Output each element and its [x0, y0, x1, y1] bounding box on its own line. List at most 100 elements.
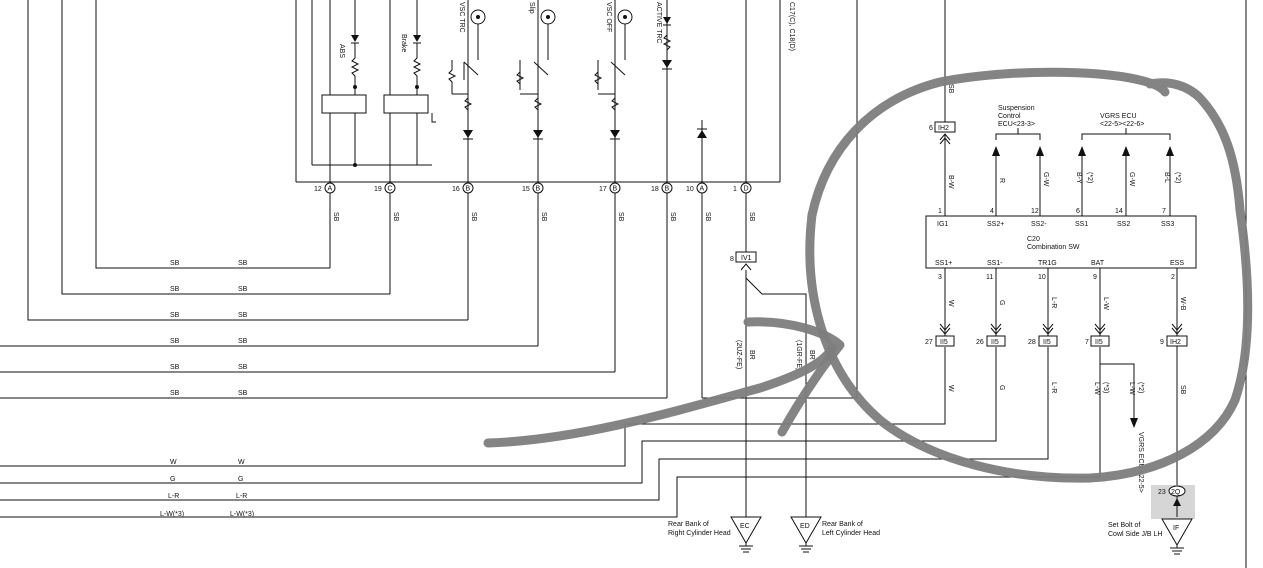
svg-text:SS2-: SS2-	[1031, 221, 1047, 228]
pin-16B: 16 B	[452, 182, 474, 194]
svg-text:SB: SB	[540, 212, 547, 222]
ground-if: IF Set Bolt of Cowl Side J/B LH	[1108, 518, 1193, 555]
svg-text:L-W: L-W	[1102, 297, 1109, 310]
svg-text:G-W: G-W	[1042, 172, 1049, 187]
svg-text:1: 1	[733, 186, 737, 193]
svg-text:(*2): (*2)	[1174, 172, 1181, 183]
svg-text:7: 7	[1162, 208, 1166, 215]
svg-text:SS1-: SS1-	[987, 260, 1003, 267]
ground-ed: ED Rear Bank of Left Cylinder Head	[790, 516, 880, 553]
svg-text:16: 16	[452, 186, 460, 193]
svg-text:Rear Bank of: Rear Bank of	[822, 521, 863, 528]
svg-text:B: B	[613, 186, 618, 193]
svg-text:SS2: SS2	[1117, 221, 1130, 228]
combination-switch-area: SB 6 IH2 B-W Suspension Control ECU<23-3…	[925, 0, 1197, 336]
svg-text:EC: EC	[740, 523, 750, 530]
svg-text:SS3: SS3	[1161, 221, 1174, 228]
vsc-off-driver: VSC OFF	[594, 0, 633, 182]
svg-text:G: G	[238, 476, 243, 483]
svg-text:SB: SB	[170, 260, 180, 267]
slip-driver: Slip	[516, 0, 556, 182]
switch-id: C20	[1027, 236, 1040, 243]
svg-text:17: 17	[599, 186, 607, 193]
abs-label: ABS	[338, 44, 345, 58]
svg-text:W: W	[947, 385, 954, 392]
svg-text:L-R: L-R	[1050, 382, 1057, 393]
ecu-wires: SB SB SB SB SB SB SB SB	[329, 193, 755, 398]
pin-17B: 17 B	[599, 182, 621, 194]
svg-text:B: B	[466, 186, 471, 193]
svg-text:II5: II5	[1043, 339, 1051, 346]
pin-12A: 12 A	[314, 182, 336, 194]
brake-led-icon	[413, 35, 421, 42]
slip-label: Slip	[528, 2, 535, 14]
svg-text:(*3): (*3)	[1102, 382, 1109, 393]
svg-text:L-W: L-W	[1128, 382, 1135, 395]
vsc-off-label: VSC OFF	[605, 2, 612, 32]
svg-text:A: A	[700, 186, 705, 193]
svg-text:SB: SB	[947, 84, 954, 94]
svg-text:B: B	[536, 186, 541, 193]
lower-connectors: 27 II5 26 II5 28 II5 7 II5 9 IH2 W G L-R…	[925, 335, 1188, 493]
svg-text:SS1+: SS1+	[935, 260, 952, 267]
svg-text:L-W(*3): L-W(*3)	[230, 511, 254, 518]
svg-text:ECU<23-3>: ECU<23-3>	[998, 121, 1035, 128]
svg-text:9: 9	[1093, 274, 1097, 281]
pin-10A: 10 A	[686, 182, 708, 194]
svg-text:Control: Control	[998, 113, 1021, 120]
svg-text:BR: BR	[748, 350, 755, 360]
svg-text:(*2): (*2)	[1137, 382, 1144, 393]
svg-text:SB: SB	[470, 212, 477, 222]
svg-text:A: A	[328, 186, 333, 193]
svg-text:D: D	[744, 186, 749, 193]
switch-name: Combination SW	[1027, 244, 1080, 251]
svg-text:4: 4	[990, 208, 994, 215]
svg-text:W-B: W-B	[1179, 297, 1186, 311]
svg-text:3: 3	[938, 274, 942, 281]
hand-drawn-arrow	[483, 343, 837, 448]
svg-text:23: 23	[1158, 489, 1166, 496]
svg-text:10: 10	[686, 186, 694, 193]
vsc-trc-driver: VSC TRC	[448, 0, 486, 182]
svg-text:IV1: IV1	[741, 255, 752, 262]
svg-text:VGRS ECU <22-5>: VGRS ECU <22-5>	[1137, 432, 1144, 493]
svg-text:12: 12	[314, 186, 322, 193]
svg-text:TR1G: TR1G	[1038, 260, 1057, 267]
hand-annotation	[483, 67, 1253, 483]
diode-branch	[697, 120, 707, 182]
svg-text:26: 26	[976, 339, 984, 346]
svg-text:BR: BR	[808, 350, 815, 360]
svg-text:SB: SB	[748, 212, 755, 222]
svg-text:<22-5><22-6>: <22-5><22-6>	[1100, 121, 1144, 128]
svg-text:SS2+: SS2+	[987, 221, 1004, 228]
svg-text:G: G	[170, 476, 175, 483]
active-trc-label: ACTIVE TRC	[655, 2, 662, 44]
svg-text:ESS: ESS	[1170, 260, 1184, 267]
svg-text:SB: SB	[170, 364, 180, 371]
svg-text:SS1: SS1	[1075, 221, 1088, 228]
svg-text:Rear Bank of: Rear Bank of	[668, 521, 709, 528]
svg-text:C: C	[388, 186, 393, 193]
svg-text:ED: ED	[800, 523, 810, 530]
ecu-block	[295, 0, 781, 183]
svg-text:7: 7	[1085, 339, 1089, 346]
svg-text:SB: SB	[617, 212, 624, 222]
svg-text:2Q: 2Q	[1171, 489, 1181, 496]
svg-text:VGRS ECU: VGRS ECU	[1100, 113, 1137, 120]
svg-text:B-L: B-L	[1163, 172, 1170, 183]
svg-text:10: 10	[1038, 274, 1046, 281]
svg-text:Suspension: Suspension	[998, 105, 1035, 112]
svg-text:G-W: G-W	[1128, 172, 1135, 187]
svg-text:SB: SB	[238, 286, 248, 293]
svg-text:Right Cylinder Head: Right Cylinder Head	[668, 530, 731, 537]
svg-text:8: 8	[730, 256, 734, 263]
svg-text:SB: SB	[238, 364, 248, 371]
svg-text:SB: SB	[238, 260, 248, 267]
